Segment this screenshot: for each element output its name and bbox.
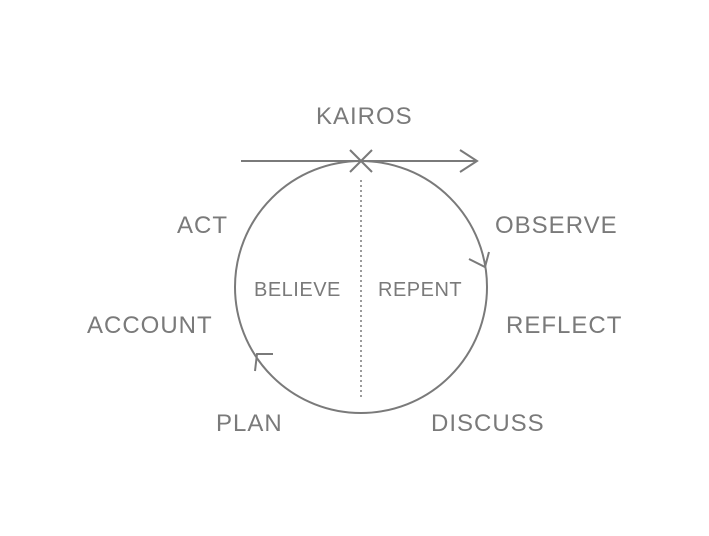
stage-act: ACT [177,212,228,239]
circle-direction-arrow-right [468,251,490,269]
half-believe: BELIEVE [254,279,341,301]
stage-discuss: DISCUSS [431,410,545,437]
half-repent: REPENT [378,279,463,301]
kairos-cross-mark-b [349,149,373,173]
stage-account: ACCOUNT [87,312,213,339]
timeline-arrowhead [459,149,479,173]
stage-plan: PLAN [216,410,283,437]
title-kairos: KAIROS [316,103,413,130]
circle-direction-arrow-left [254,353,273,372]
stage-reflect: REFLECT [506,312,623,339]
stage-observe: OBSERVE [495,212,618,239]
